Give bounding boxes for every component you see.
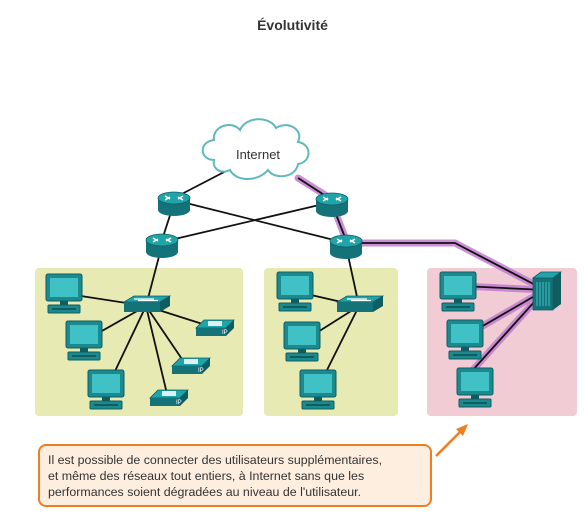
pc-icon <box>45 273 83 314</box>
server-icon <box>532 271 562 311</box>
switch-icon-middle <box>336 295 384 313</box>
internet-cloud-icon: Internet <box>201 118 310 180</box>
info-callout: Il est possible de connecter des utilisa… <box>38 444 432 507</box>
callout-line: Il est possible de connecter des utilisa… <box>48 453 383 467</box>
ip-phone-icon <box>171 357 211 375</box>
ip-phone-icon <box>195 319 235 337</box>
ip-phone-icon <box>149 389 189 407</box>
callout-arrow <box>435 424 468 457</box>
diagram-title: Évolutivité <box>257 17 328 33</box>
pc-icon <box>299 369 337 410</box>
switch-icon-left <box>123 295 171 313</box>
router-icon-bottom-right <box>329 234 363 260</box>
callout-line: performances soient dégradées au niveau … <box>48 485 362 499</box>
pc-icon <box>456 367 494 408</box>
callout-line: et même des réseaux tout entiers, à Inte… <box>48 469 365 483</box>
router-icon-top-left <box>157 191 191 217</box>
router-icon-bottom-left <box>145 233 179 259</box>
pc-icon <box>283 321 321 362</box>
pc-icon <box>276 271 314 312</box>
pc-icon <box>446 319 484 360</box>
lan-area-left <box>35 268 243 416</box>
pc-icon <box>87 369 125 410</box>
cloud-label: Internet <box>236 147 280 162</box>
router-icon-top-right <box>315 192 349 218</box>
pc-icon <box>439 271 477 312</box>
pc-icon <box>65 320 103 361</box>
